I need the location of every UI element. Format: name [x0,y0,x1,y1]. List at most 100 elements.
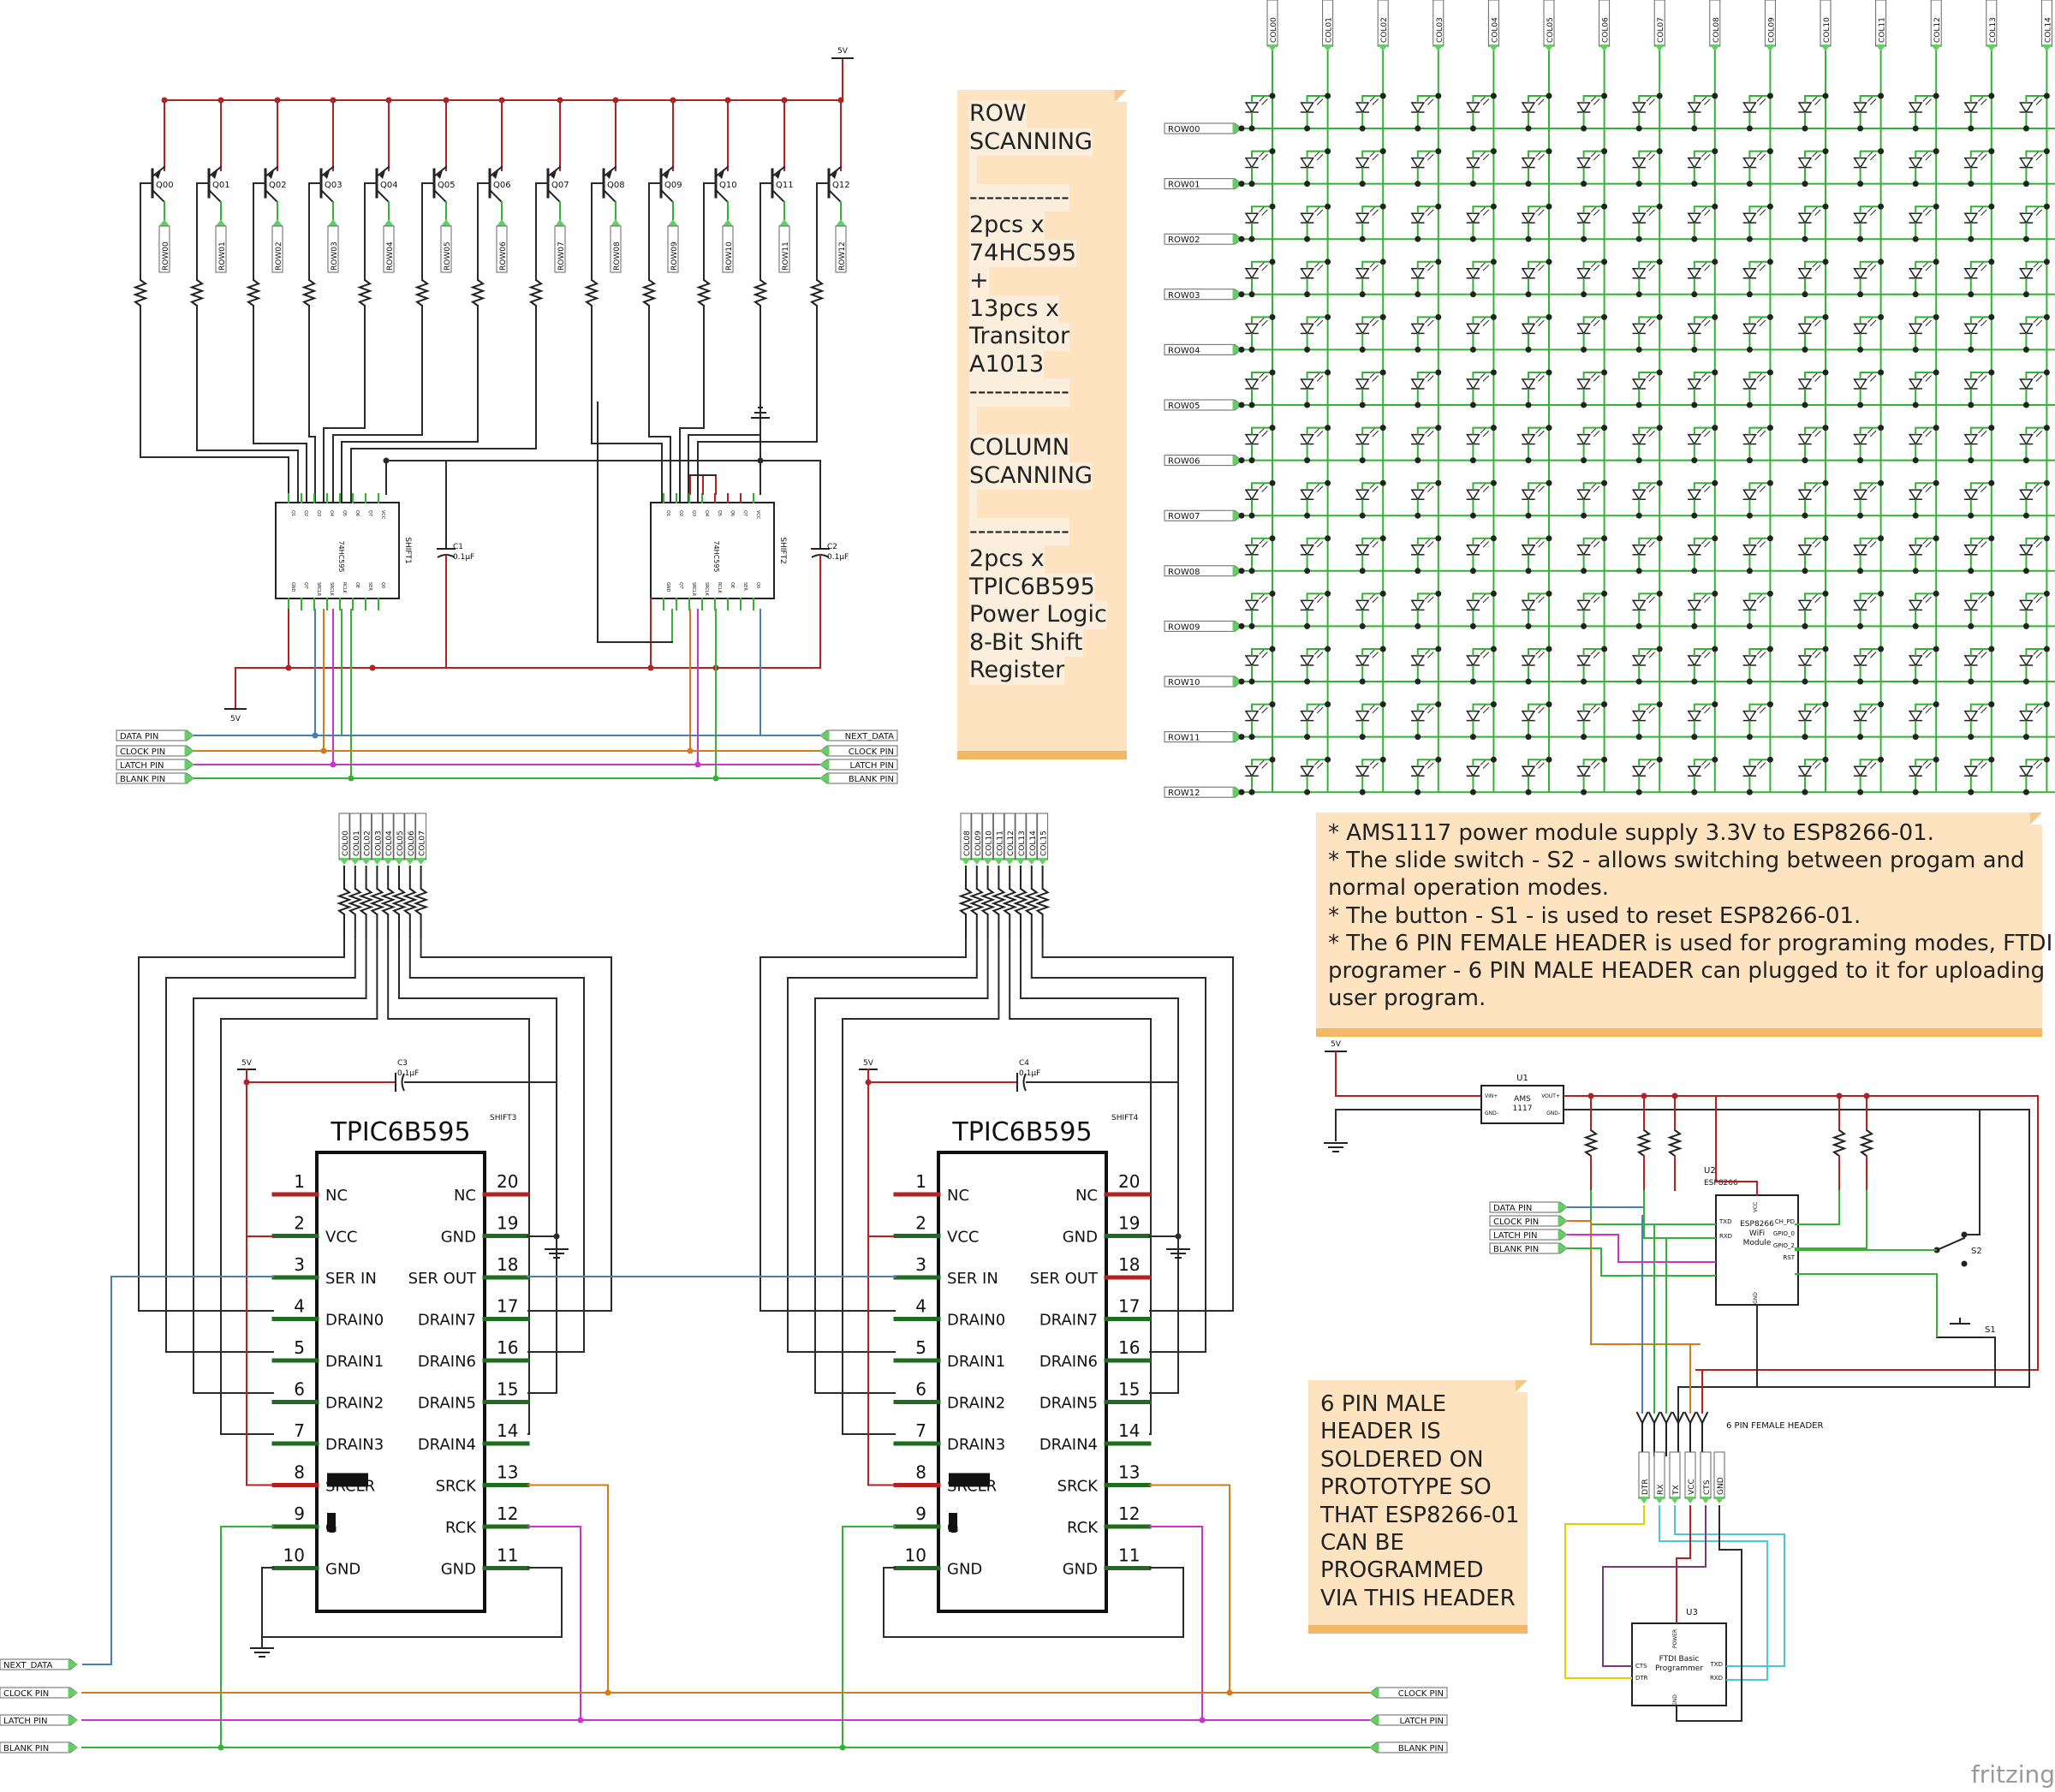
junction-dot [1988,479,1995,486]
pin-number: 15 [497,1379,518,1400]
led-icon [1814,596,1821,604]
wire [1472,537,1494,545]
wire [1251,759,1272,767]
chip-sub-label: ESP8266 [1704,1179,1738,1188]
led-icon [1869,762,1877,769]
led-icon [2035,652,2043,658]
net-label-arrow-icon [779,219,789,226]
wire [1416,372,1438,379]
junction-dot [1933,92,1939,99]
transistor-emitter [602,165,617,178]
resistor-icon [809,279,825,307]
transistor-label: Q05 [438,181,456,190]
led-icon [1261,485,1268,492]
pin-number: 6 [294,1379,305,1400]
junction-dot [1802,235,1808,242]
header-pin-icon [1677,1411,1685,1425]
next-data-label [0,1658,78,1670]
led-icon [1521,545,1536,557]
junction-dot [1802,125,1808,132]
net-label-arrow-icon [993,858,1004,865]
note-line: programer - 6 PIN MALE HEADER can plugge… [1328,958,2046,985]
led-icon [2019,765,2034,777]
wire [1582,537,1605,545]
junction-dot [1712,92,1718,99]
wire [1582,205,1605,214]
led-icon [1687,212,1702,224]
note-line [969,490,977,518]
led-icon [1372,430,1379,438]
net-label-arrow-icon [1232,786,1242,799]
row-label-text: ROW01 [1168,181,1200,190]
junction-dot [1269,203,1276,210]
led-icon [1261,265,1268,271]
latch-pin-label [116,759,194,771]
led-icon [1981,153,1987,161]
wire [1748,150,1771,158]
junction-dot [1325,203,1331,210]
wire [1969,648,1992,656]
drain-wire [408,937,585,1353]
led-icon [1261,98,1268,105]
resistor-icon [347,888,363,915]
wire [1582,316,1605,324]
junction-dot [1712,203,1718,210]
junction-dot [1656,535,1663,542]
led-icon [1797,157,1813,169]
wire [1361,648,1384,656]
led-icon [1742,599,1757,611]
junction-dot [1766,92,1773,99]
clock-pin-label-text: CLOCK PIN [1493,1217,1539,1227]
junction-dot [1802,346,1808,353]
row-label-text: ROW07 [1168,512,1200,521]
junction-dot [1712,590,1718,597]
led-icon [1261,762,1268,769]
led-icon [1759,209,1766,216]
led-icon [1981,265,1987,271]
led-icon [1466,323,1480,335]
resistor-icon [369,888,385,915]
shift-register-chip [650,502,775,599]
pin-name: SRCK [1057,1478,1099,1496]
junction-dot [1525,568,1532,575]
wire [1748,537,1771,545]
transistor-emitter [827,165,843,178]
junction-dot [1766,646,1773,652]
junction-dot [1325,646,1331,652]
led-icon [1704,153,1711,161]
junction-dot [1857,346,1864,353]
wire [1416,648,1438,656]
junction-dot [1822,701,1829,708]
junction-dot [1490,425,1497,432]
capacitor-label: C2 [827,543,837,551]
row-label [1164,399,1242,411]
junction-dot [1802,734,1808,741]
pin-name: DRAIN2 [947,1395,1005,1413]
wire [1969,482,1992,491]
pin-label: GPIO_0 [1773,1230,1795,1237]
drain-wire [1009,937,1152,1435]
pin-label: Q7' [303,582,308,590]
note-bar [957,751,1127,759]
vcc-label: 5V [1331,1040,1342,1049]
junction-dot [1988,92,1995,99]
wire [1306,759,1328,767]
junction-dot [1656,590,1663,597]
led-icon [1355,433,1370,445]
wire [1804,150,1826,158]
led-icon [1261,706,1268,714]
shift-register-chip [275,502,400,599]
led-icon [1427,485,1434,492]
led-icon [1687,489,1702,501]
header-pin-icon [1695,1411,1704,1425]
wire [1969,372,1992,379]
latch-pin-label-text: LATCH PIN [849,761,894,771]
led-icon [2019,599,2034,611]
led-icon [1908,378,1923,390]
led-icon [1372,209,1379,216]
junction-dot [1988,313,1995,320]
net-label-arrow-icon [1037,858,1048,865]
next-data-label-text: NEXT_DATA [845,732,895,741]
latch-pin-label [1369,1714,1448,1726]
button-label: S1 [1985,1325,1996,1335]
